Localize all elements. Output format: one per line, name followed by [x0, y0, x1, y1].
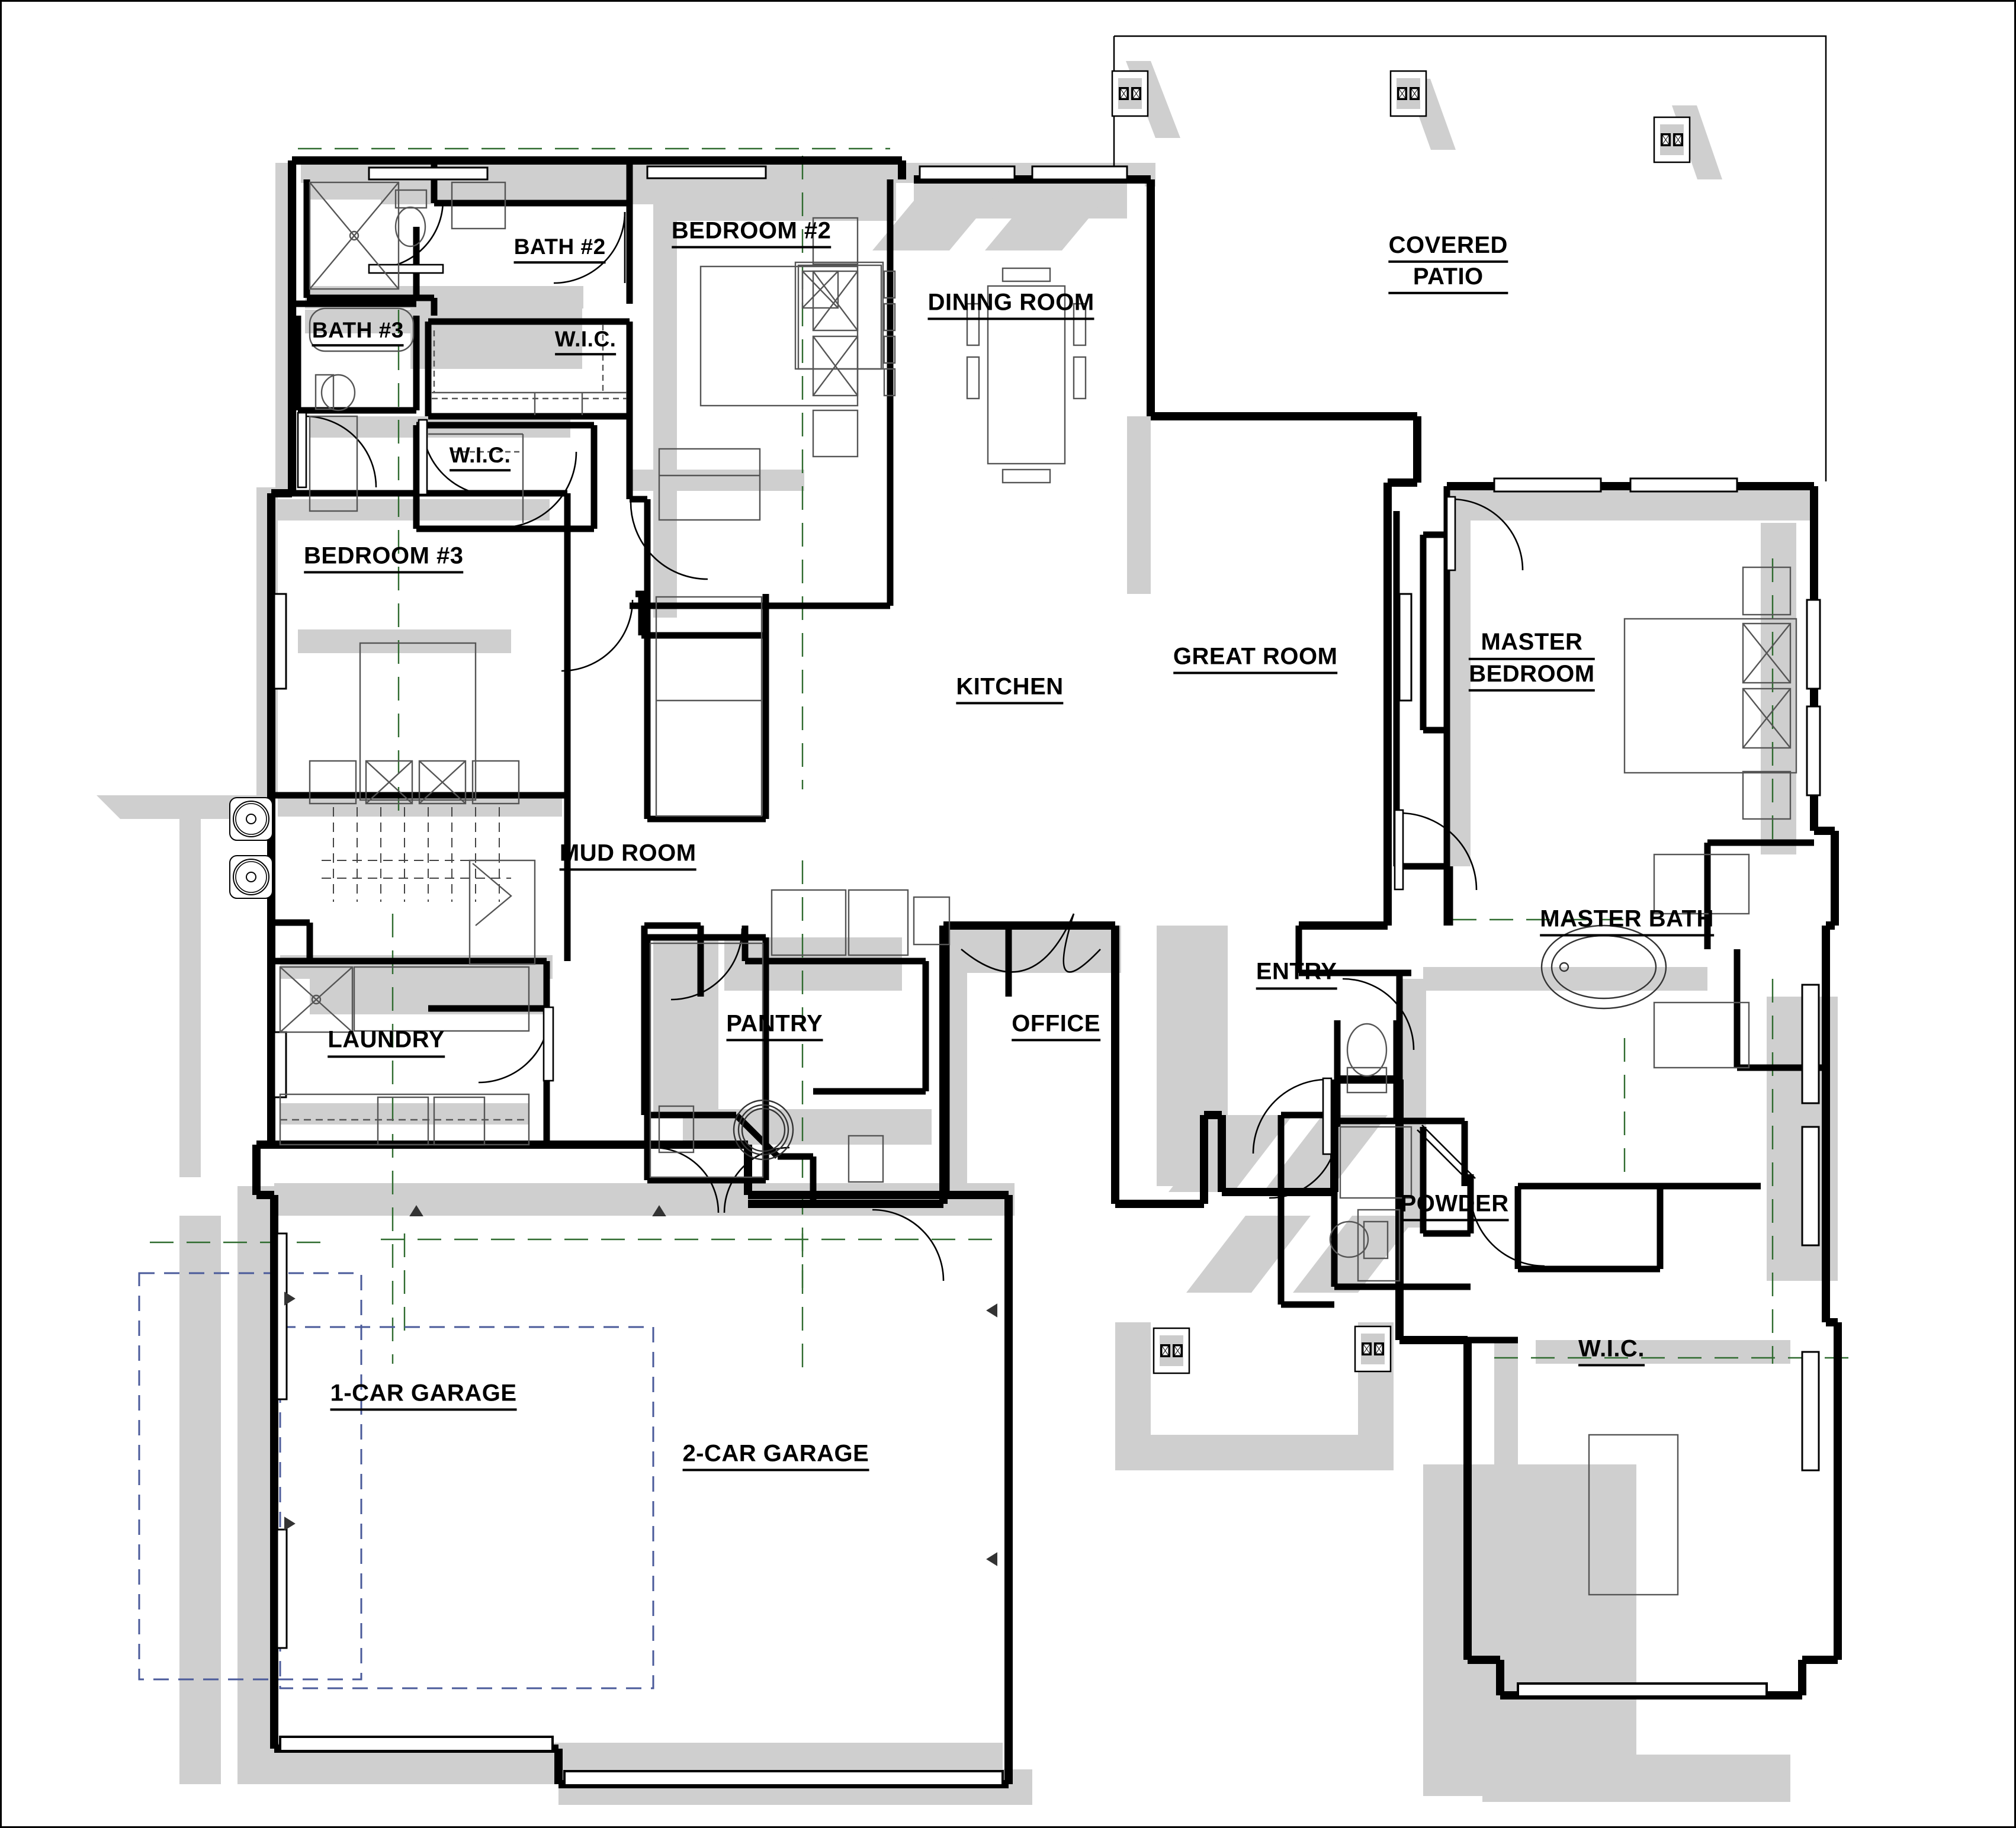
room-label-text: PANTRY: [726, 1010, 823, 1042]
windows: [273, 165, 1821, 1649]
room-label-text: KITCHEN: [956, 673, 1064, 705]
room-label-wic-bed3: W.I.C.: [449, 442, 511, 472]
room-label-entry: ENTRY: [1256, 958, 1337, 990]
room-label-master-bedroom: MASTER BEDROOM: [1469, 628, 1595, 692]
room-label-master-bath: MASTER BATH: [1540, 905, 1714, 937]
room-label-line1: COVERED: [1388, 232, 1508, 263]
room-label-text: 2-CAR GARAGE: [682, 1440, 869, 1472]
garage-doors: [279, 1682, 1768, 1787]
room-label-great-room: GREAT ROOM: [1173, 643, 1338, 674]
room-label-bedroom3: BEDROOM #3: [304, 542, 464, 574]
room-label-text: BATH #3: [312, 317, 404, 347]
room-label-text: W.I.C.: [449, 442, 511, 472]
room-label-covered-patio: COVERED PATIO: [1388, 232, 1508, 294]
room-label-text: LAUNDRY: [328, 1026, 445, 1058]
fixtures-and-furniture: [279, 181, 1797, 1596]
room-label-dining-room: DINING ROOM: [927, 288, 1094, 320]
room-label-text: W.I.C.: [1578, 1335, 1645, 1367]
room-label-pantry: PANTRY: [726, 1010, 823, 1042]
duplex-outlet-icon: [1111, 70, 1149, 117]
room-label-text: 1-CAR GARAGE: [330, 1379, 517, 1411]
duplex-outlet-icon: [1653, 116, 1691, 163]
room-label-text: POWDER: [1400, 1190, 1509, 1222]
room-label-office: OFFICE: [1012, 1010, 1100, 1042]
room-label-garage-2car: 2-CAR GARAGE: [682, 1440, 869, 1472]
room-label-bedroom2: BEDROOM #2: [671, 217, 832, 249]
room-label-text: MASTER BATH: [1540, 905, 1714, 937]
centerlines: [150, 147, 1850, 1376]
room-label-text: BATH #2: [513, 234, 606, 264]
room-label-text: GREAT ROOM: [1173, 643, 1338, 674]
door-swings: [297, 200, 1545, 1281]
room-label-line2: BEDROOM: [1469, 660, 1595, 692]
room-label-text: DINING ROOM: [927, 288, 1094, 320]
interior-walls: [271, 160, 1826, 1660]
room-label-bath2: BATH #2: [513, 234, 606, 264]
framing-ticks: [284, 1205, 997, 1566]
room-label-kitchen: KITCHEN: [956, 673, 1064, 705]
room-label-text: MUD ROOM: [559, 840, 696, 871]
hvac-condenser-icon: [229, 797, 273, 841]
duplex-outlet-icon: [1389, 70, 1427, 117]
room-label-laundry: LAUNDRY: [328, 1026, 445, 1058]
room-label-text: OFFICE: [1012, 1010, 1100, 1042]
car-stall-outlines: [138, 1272, 654, 1689]
room-label-wic-master: W.I.C.: [1578, 1335, 1645, 1367]
room-label-powder: POWDER: [1400, 1190, 1509, 1222]
room-label-line2: PATIO: [1388, 263, 1508, 294]
room-label-wic-bed2: W.I.C.: [554, 326, 617, 356]
duplex-outlet-icon: [1354, 1325, 1392, 1373]
room-label-mud-room: MUD ROOM: [559, 840, 696, 871]
room-label-text: W.I.C.: [554, 326, 617, 356]
room-label-text: ENTRY: [1256, 958, 1337, 990]
room-label-bath3: BATH #3: [312, 317, 404, 347]
duplex-outlet-icon: [1153, 1327, 1190, 1374]
room-label-line1: MASTER: [1469, 628, 1595, 660]
hvac-condenser-icon: [229, 855, 273, 899]
room-label-text: BEDROOM #3: [304, 542, 464, 574]
room-label-garage-1car: 1-CAR GARAGE: [330, 1379, 517, 1411]
room-label-text: BEDROOM #2: [671, 217, 832, 249]
